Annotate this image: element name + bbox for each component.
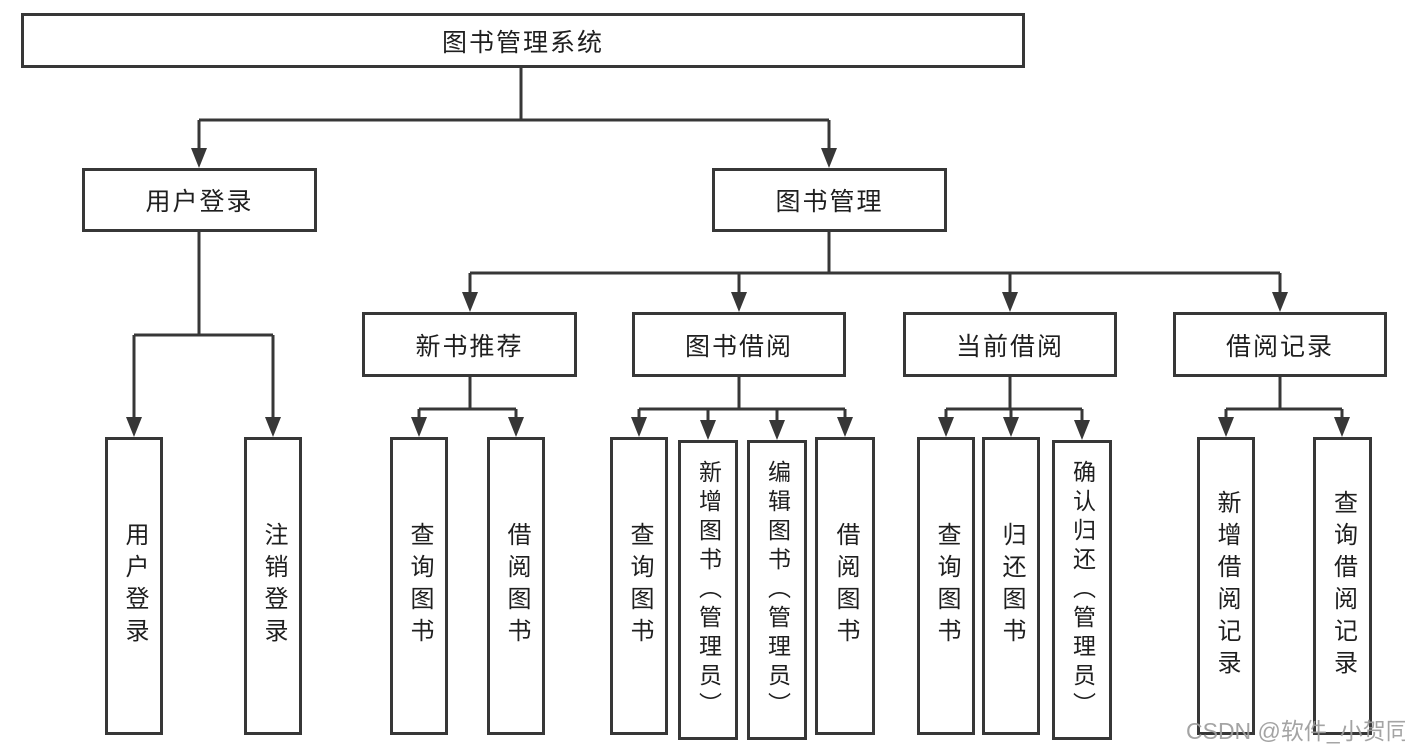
- arrow-down-icon: [1218, 417, 1234, 437]
- arrow-down-icon: [191, 148, 207, 168]
- arrow-down-icon: [631, 417, 647, 437]
- leaf-query-books-current: 查询图书: [917, 437, 975, 735]
- arrow-down-icon: [1334, 417, 1350, 437]
- arrow-down-icon: [126, 417, 142, 437]
- leaf-query-books-recommend: 查询图书: [390, 437, 448, 735]
- leaf-add-book-admin: 新增图书（管理员）: [678, 440, 738, 740]
- node-borrowing-records: 借阅记录: [1173, 312, 1387, 377]
- arrow-down-icon: [731, 292, 747, 312]
- watermark: CSDN @软件_小贺同学: [1186, 718, 1405, 744]
- leaf-query-borrow-record: 查询借阅记录: [1313, 437, 1372, 735]
- leaf-borrow-books-borrowing: 借阅图书: [815, 437, 875, 735]
- leaf-return-book: 归还图书: [982, 437, 1040, 735]
- node-book-borrowing: 图书借阅: [632, 312, 846, 377]
- leaf-user-login: 用户登录: [105, 437, 163, 735]
- arrow-down-icon: [1002, 292, 1018, 312]
- node-user-login: 用户登录: [82, 168, 317, 232]
- arrow-down-icon: [1074, 420, 1090, 440]
- leaf-query-books-borrowing: 查询图书: [610, 437, 668, 735]
- leaf-logout: 注销登录: [244, 437, 302, 735]
- leaf-add-borrow-record: 新增借阅记录: [1197, 437, 1255, 735]
- node-library-system: 图书管理系统: [21, 13, 1025, 68]
- arrow-down-icon: [462, 292, 478, 312]
- arrow-down-icon: [1003, 417, 1019, 437]
- node-new-book-recommendation: 新书推荐: [362, 312, 577, 377]
- node-book-management: 图书管理: [712, 168, 947, 232]
- arrow-down-icon: [837, 417, 853, 437]
- arrow-down-icon: [1272, 292, 1288, 312]
- leaf-borrow-books-recommend: 借阅图书: [487, 437, 545, 735]
- arrow-down-icon: [508, 417, 524, 437]
- arrow-down-icon: [411, 417, 427, 437]
- arrow-down-icon: [938, 417, 954, 437]
- arrow-down-icon: [821, 148, 837, 168]
- arrow-down-icon: [700, 420, 716, 440]
- leaf-confirm-return-admin: 确认归还（管理员）: [1052, 440, 1112, 740]
- node-current-borrowing: 当前借阅: [903, 312, 1117, 377]
- arrow-down-icon: [265, 417, 281, 437]
- leaf-edit-book-admin: 编辑图书（管理员）: [747, 440, 807, 740]
- arrow-down-icon: [769, 420, 785, 440]
